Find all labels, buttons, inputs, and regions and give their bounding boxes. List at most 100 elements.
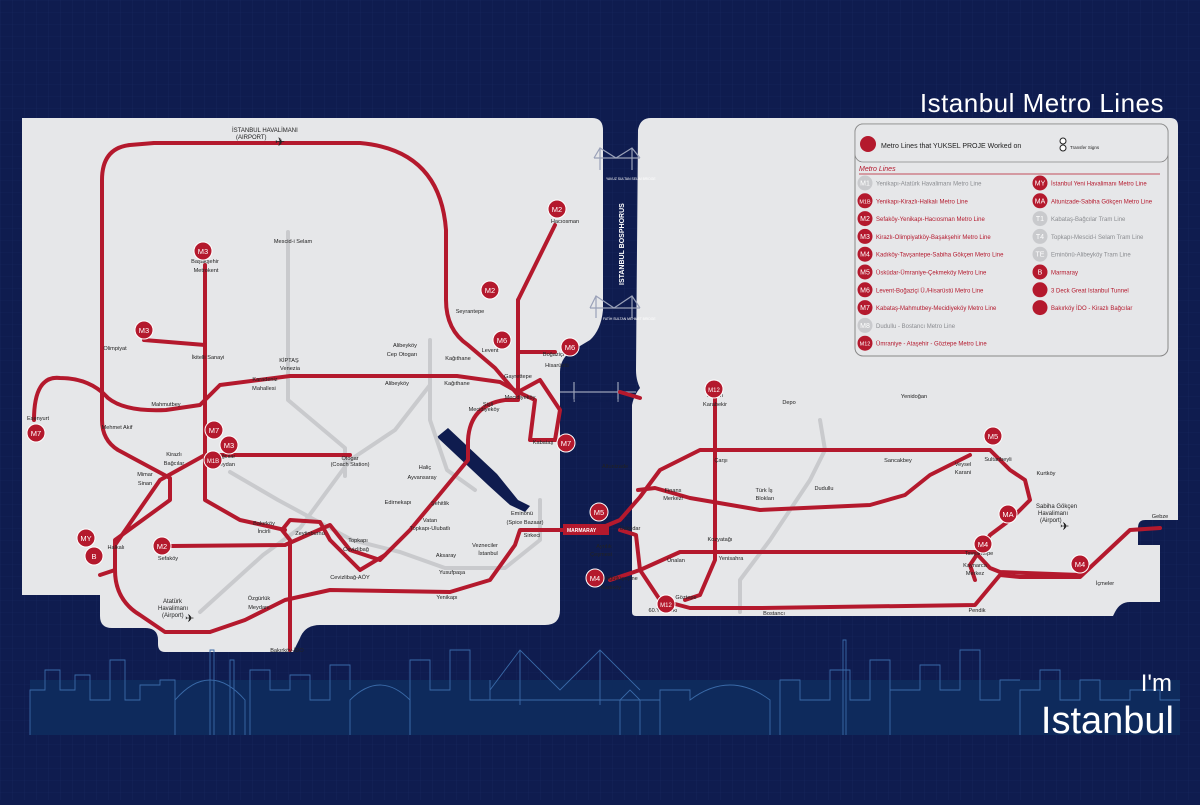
- station-label: Ayrılık: [596, 544, 612, 550]
- marmaray-east: [618, 526, 1162, 610]
- line-badge: M12: [704, 379, 724, 399]
- station-label: Bağcılar: [164, 461, 185, 467]
- europe-landmass: [22, 118, 603, 652]
- station-label: İçmeler: [1096, 580, 1114, 587]
- line-badge: M3: [193, 241, 213, 261]
- m3-south: [203, 343, 287, 532]
- m7-east: [516, 390, 557, 442]
- line-badge-label: M4: [590, 574, 600, 583]
- station-label: Şişli: [483, 402, 493, 408]
- te-tram-line: [428, 383, 477, 492]
- line-badge-label: M7: [31, 429, 41, 438]
- station-label: Bağcılar: [215, 454, 236, 460]
- station-label: Altunizade: [602, 464, 628, 470]
- station-label: Eminönü: [511, 511, 533, 517]
- station-label: Blokları: [756, 496, 775, 502]
- station-label: Hisarüstü: [545, 363, 569, 369]
- station-label: Göztepe: [675, 595, 696, 601]
- line-badge-label: M5: [594, 508, 604, 517]
- line-badge-label: M2: [552, 205, 562, 214]
- station-label: (Coach Station): [331, 462, 370, 468]
- m7-line: [32, 374, 562, 442]
- station-label: Olimpiyat: [103, 346, 127, 352]
- legend-badge: MY: [1035, 181, 1046, 188]
- station-label: Topkapı: [348, 538, 368, 544]
- station-label: Türk İş: [755, 487, 772, 494]
- station-label: Sefaköy: [158, 556, 178, 562]
- station-label: İstanbul: [478, 550, 498, 557]
- station-label: Kurtköy: [1037, 471, 1056, 477]
- m5-line: [594, 448, 1032, 582]
- m12-line: [683, 383, 717, 602]
- station-label: Alibeyköy: [385, 381, 409, 387]
- line-badge-label: M12: [708, 388, 720, 394]
- tagline-line1: I'm: [1140, 670, 1172, 697]
- legend-label: Kadıköy-Tavşantepe-Sabiha Gökçen Metro L…: [876, 253, 1004, 259]
- m6-line: [516, 298, 557, 354]
- line-badge: M6: [560, 337, 580, 357]
- m4-line: [608, 550, 1082, 582]
- station-label: Cevizlibağ-AÖY: [330, 574, 370, 581]
- station-label: Venezia: [280, 366, 301, 372]
- station-label: Edirnekapı: [385, 500, 412, 506]
- legend-badge: TE: [1036, 252, 1045, 259]
- line-badge: M4: [973, 534, 993, 554]
- line-badge-label: M6: [497, 336, 507, 345]
- station-label: Karani: [955, 470, 971, 476]
- station-label: Üsküdar: [620, 525, 641, 532]
- station-label: Haliç: [419, 465, 432, 471]
- ist-airport-label: İSTANBUL HAVALİMANI(AIRPORT): [232, 127, 298, 141]
- legend-label: Altunizade-Sabiha Gökçen Metro Line: [1051, 199, 1153, 205]
- line-badge: M5: [589, 502, 609, 522]
- bridge-yavuz-label: YAVUZ SULTAN SELİM BRIDGE: [606, 176, 656, 181]
- legend-label: İstanbul Yeni Havalimanı Metro Line: [1051, 181, 1147, 188]
- line-badge: M7: [556, 433, 576, 453]
- plane-icon: ✈: [275, 135, 285, 149]
- station-label: Mecidiyeköy: [505, 395, 536, 401]
- plane-icon: ✈: [1060, 521, 1069, 533]
- station-label: Alibeyköy: [393, 343, 417, 349]
- golden-horn: [437, 428, 530, 512]
- station-label: Cep Otogarı: [387, 352, 418, 358]
- station-label: Çarşı: [714, 458, 728, 464]
- station-label: Sinan: [138, 481, 152, 487]
- bridge-fatih: [589, 295, 641, 318]
- transfer-icon: [1059, 137, 1067, 145]
- legend-label: Topkapı-Mescid-i Selam Tram Line: [1051, 235, 1144, 241]
- line-badge: M4: [585, 568, 605, 588]
- legend-item: Bakırköy İDO - Kirazlı Bağcılar: [1032, 300, 1132, 316]
- station-label: Kadıköy: [601, 585, 621, 591]
- legend-badge: T4: [1036, 234, 1044, 241]
- line-badge: MY: [76, 528, 96, 548]
- station-label: Yenidoğan: [901, 394, 927, 400]
- legend-label: Levent-Boğaziçi Ü./Hisarüstü Metro Line: [876, 287, 984, 294]
- station-label: Kağıthane: [444, 381, 470, 387]
- station-label: Bakırköy-İDO: [270, 647, 304, 654]
- station-label: Mahallesi: [252, 386, 276, 392]
- line-badge-label: B: [91, 552, 96, 561]
- station-label: Aksaray: [436, 553, 456, 559]
- legend-badge: M7: [860, 305, 870, 312]
- line-badge-label: M4: [978, 540, 988, 549]
- line-badge-label: M2: [157, 542, 167, 551]
- legend-item: 3 Deck Great Istanbul Tunnel: [1032, 282, 1129, 298]
- station-label: Depo: [782, 400, 795, 406]
- line-badge: M4: [1070, 554, 1090, 574]
- page-title: Istanbul Metro Lines: [919, 88, 1164, 118]
- bridge-fatih-label: FATİH SULTAN MEHMET BRIDGE: [603, 316, 656, 321]
- station-label: (Spice Bazaar): [507, 520, 544, 526]
- station-label: Finans: [665, 488, 682, 494]
- legend-label: Yenikapı-Atatürk Havalimanı Metro Line: [876, 182, 982, 188]
- legend-label: Sefaköy-Yenikapı-Hacıosman Metro Line: [876, 217, 985, 223]
- ma-line: [636, 453, 972, 512]
- legend-label: Marmaray: [1051, 271, 1078, 277]
